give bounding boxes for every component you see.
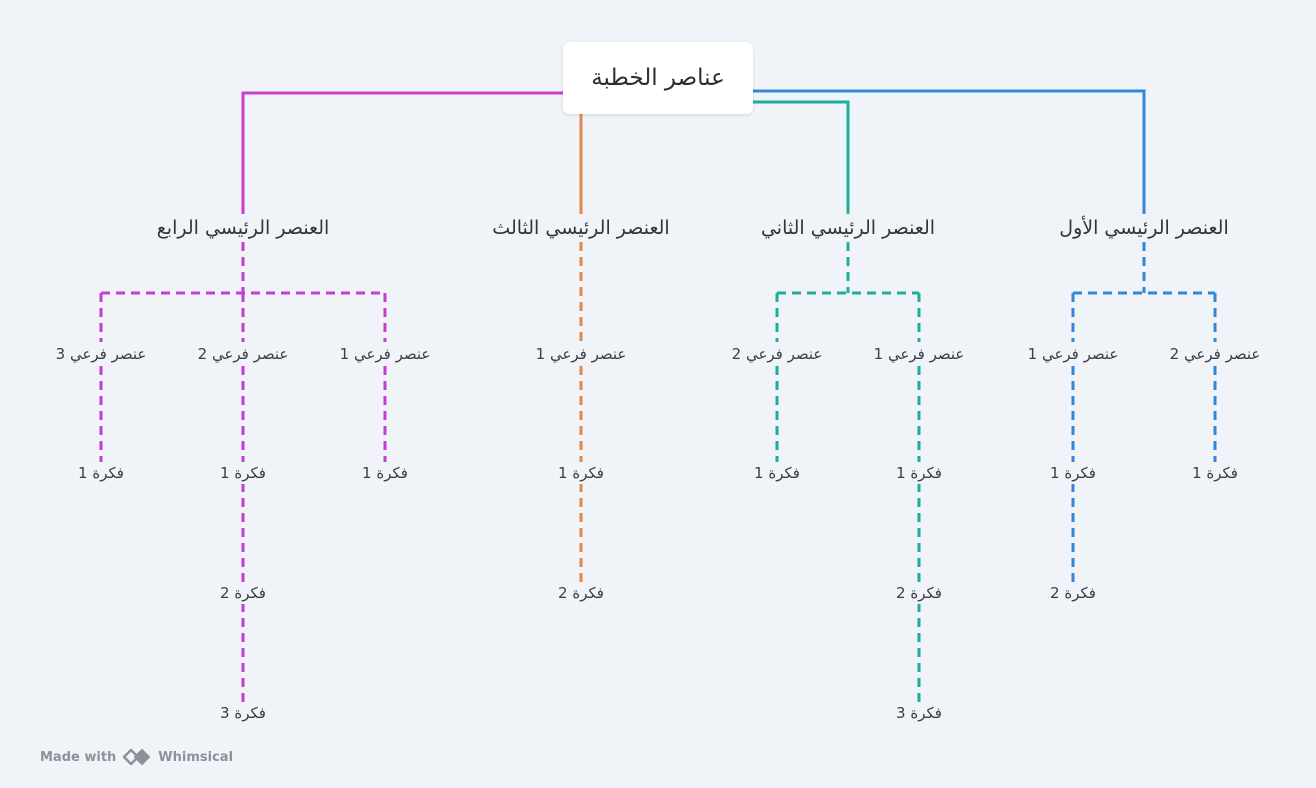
- main-item-4[interactable]: العنصر الرئيسي الرابع: [153, 215, 333, 241]
- sub-item-4-1[interactable]: عنصر فرعي 1: [336, 343, 434, 365]
- idea-item-3-1-2[interactable]: فكرة 2: [555, 582, 607, 604]
- made-with-whimsical-badge[interactable]: Made with Whimsical: [40, 746, 233, 768]
- root-connector-4: [241, 91, 563, 214]
- sub-item-4-3[interactable]: عنصر فرعي 3: [52, 343, 150, 365]
- whimsical-logo-icon: [123, 748, 151, 766]
- main-item-1[interactable]: العنصر الرئيسي الأول: [1056, 215, 1232, 241]
- idea-item-4-2-3[interactable]: فكرة 3: [217, 702, 269, 724]
- made-with-label: Made with: [40, 749, 117, 765]
- idea-item-2-1-3[interactable]: فكرة 3: [893, 702, 945, 724]
- idea-item-1-1-1[interactable]: فكرة 1: [1189, 462, 1241, 484]
- root-connector-2: [753, 100, 850, 214]
- idea-item-2-2-1[interactable]: فكرة 1: [751, 462, 803, 484]
- idea-item-2-1-2[interactable]: فكرة 2: [893, 582, 945, 604]
- idea-item-4-2-1[interactable]: فكرة 1: [217, 462, 269, 484]
- sub-item-2-1[interactable]: عنصر فرعي 1: [870, 343, 968, 365]
- idea-item-4-3-1[interactable]: فكرة 1: [75, 462, 127, 484]
- idea-item-4-2-2[interactable]: فكرة 2: [217, 582, 269, 604]
- main-item-3[interactable]: العنصر الرئيسي الثالث: [489, 215, 673, 241]
- sub-item-1-1[interactable]: عنصر فرعي 2: [1166, 343, 1264, 365]
- idea-item-1-2-2[interactable]: فكرة 2: [1047, 582, 1099, 604]
- sub-item-4-2[interactable]: عنصر فرعي 2: [194, 343, 292, 365]
- idea-item-3-1-1[interactable]: فكرة 1: [555, 462, 607, 484]
- sub-item-3-1[interactable]: عنصر فرعي 1: [532, 343, 630, 365]
- sub-item-1-2[interactable]: عنصر فرعي 1: [1024, 343, 1122, 365]
- idea-item-2-1-1[interactable]: فكرة 1: [893, 462, 945, 484]
- idea-item-4-1-1[interactable]: فكرة 1: [359, 462, 411, 484]
- root-node-label: عناصر الخطبة: [591, 65, 725, 91]
- main-item-2[interactable]: العنصر الرئيسي الثاني: [757, 215, 939, 241]
- whimsical-brand-name: Whimsical: [158, 749, 234, 765]
- sub-item-2-2[interactable]: عنصر فرعي 2: [728, 343, 826, 365]
- root-node[interactable]: عناصر الخطبة: [563, 42, 753, 114]
- idea-item-1-2-1[interactable]: فكرة 1: [1047, 462, 1099, 484]
- root-connector-1: [753, 89, 1146, 214]
